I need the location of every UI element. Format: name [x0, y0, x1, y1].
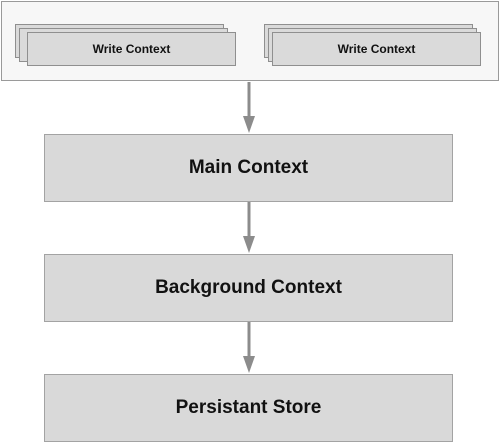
arrow-main-to-background [243, 202, 255, 253]
main-context-box: Main Context [44, 134, 453, 202]
arrow-write-to-main [243, 82, 255, 133]
background-context-box: Background Context [44, 254, 453, 322]
persistant-store-box: Persistant Store [44, 374, 453, 442]
arrow-background-to-store [243, 322, 255, 373]
write-contexts-container: Write Context Write Context [1, 1, 499, 81]
write-context-right: Write Context [272, 32, 481, 66]
write-context-left: Write Context [27, 32, 236, 66]
